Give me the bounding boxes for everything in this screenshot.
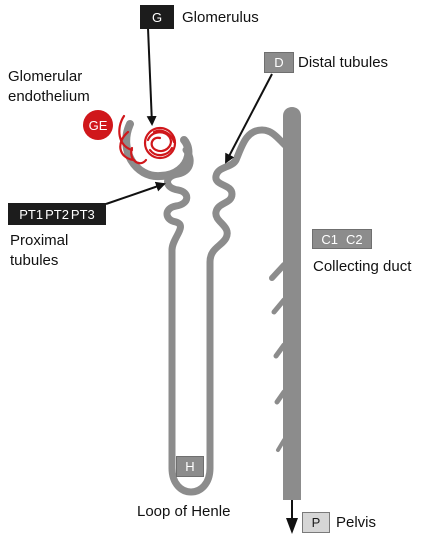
proximal-marker-2: PT2 [45,206,69,222]
proximal-label-line1: Proximal [10,232,69,249]
distal-marker: D [264,52,294,73]
henle-label: Loop of Henle [137,503,231,520]
henle-marker: H [176,456,204,477]
collecting-marker-1: C1 [321,231,338,247]
glomerulus-tuft [118,114,177,165]
glomerulus-marker: G [140,5,174,29]
collecting-marker-2: C2 [346,231,363,247]
duct-branch [276,438,286,452]
glomerular-endothelium-marker: GE [83,110,113,140]
glomerulus-arrow [146,27,157,126]
distal-arrow [225,73,273,164]
pelvis-arrowhead [286,518,298,534]
duct-branch [269,262,287,281]
duct-branch [273,342,287,359]
glomerulus-label: Glomerulus [182,9,259,26]
glomerular-endothelium-label-line2: endothelium [8,88,90,105]
pelvis-marker: P [302,512,330,533]
duct-branch [271,297,287,315]
collecting-label: Collecting duct [313,258,412,275]
proximal-arrow [105,181,166,205]
duct-branch [274,389,287,405]
pelvis-label: Pelvis [336,514,377,531]
proximal-markers: PT1 PT2 PT3 [8,203,106,225]
glomerular-endothelium-label-line1: Glomerular [8,68,83,85]
distal-label: Distal tubules [298,54,389,71]
proximal-label-line2: tubules [10,252,59,269]
proximal-marker-3: PT3 [70,206,95,222]
proximal-marker-1: PT1 [19,206,44,222]
collecting-markers: C1 C2 [312,229,372,249]
collecting-duct [283,107,301,500]
